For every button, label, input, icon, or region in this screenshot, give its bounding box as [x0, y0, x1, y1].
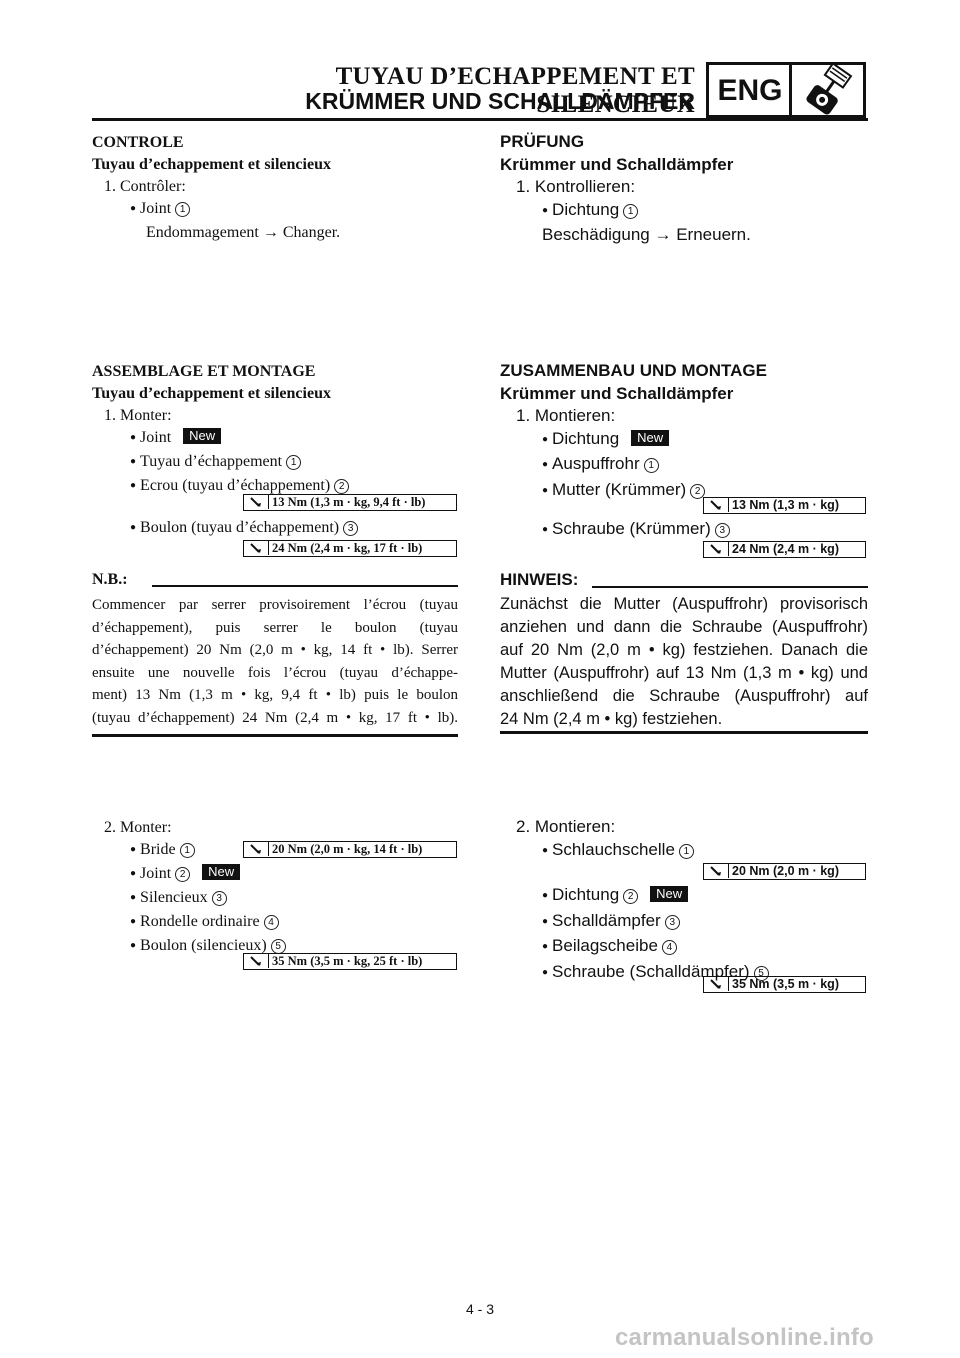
torque-wrench-icon	[704, 542, 729, 556]
fr-nb-text: Commencer par serrer provisoirement l’éc…	[92, 597, 458, 726]
fr-assemblage-step1: 1. Monter:	[104, 407, 172, 424]
de-pruefung-subheading: Krümmer und Schalldämpfer	[500, 154, 734, 174]
de-zusammenbau-section: ZUSAMMENBAU UND MONTAGE Krümmer und Scha…	[500, 360, 868, 504]
fr-nb-rule-bottom	[92, 734, 458, 737]
fr-assemblage-subheading: Tuyau d’echappement et silencieux	[92, 385, 331, 402]
torque-wrench-icon	[704, 977, 729, 991]
de-pruefung-section: PRÜFUNG Krümmer und Schalldämpfer 1. Kon…	[500, 131, 868, 247]
de-torque-schalldaempfer: 35 Nm (3,5 m · kg)	[703, 976, 866, 993]
fr-torque-silencieux: 35 Nm (3,5 m · kg, 25 ft · lb)	[243, 953, 457, 970]
de-torque-schraube: 24 Nm (2,4 m · kg)	[703, 541, 866, 558]
fr-controle-section: CONTROLE Tuyau d’echappement et silencie…	[92, 132, 458, 244]
de-step2: 2. Montieren:	[516, 817, 616, 836]
de-zusammenbau-heading: ZUSAMMENBAU UND MONTAGE	[500, 361, 767, 380]
torque-wrench-icon	[244, 495, 269, 509]
header-title-fr: TUYAU D’ECHAPPEMENT ET SILENCIEUX	[335, 63, 695, 118]
page-number: 4 - 3	[465, 1301, 494, 1317]
fr-item-boulon: Boulon (tuyau d’échappement)3	[130, 517, 359, 541]
fr-controle-step: 1. Contrôler:	[104, 178, 186, 195]
de-zusammenbau-step1: 1. Montieren:	[516, 406, 616, 425]
fr-assemblage-section: ASSEMBLAGE ET MONTAGE Tuyau d’echappemen…	[92, 361, 458, 499]
de-pruefung-step: 1. Kontrollieren:	[516, 177, 636, 196]
fr-torque-ecrou: 13 Nm (1,3 m · kg, 9,4 ft · lb)	[243, 494, 457, 511]
badge-divider	[789, 62, 792, 118]
new-tag: New	[631, 429, 670, 446]
fr-nb-label: N.B.:	[92, 571, 128, 588]
new-tag: New	[183, 428, 222, 444]
torque-wrench-icon	[244, 541, 269, 555]
fr-assemblage-heading: ASSEMBLAGE ET MONTAGE	[92, 363, 316, 380]
torque-wrench-icon	[704, 864, 729, 878]
de-pruefung-action: Beschädigung → Erneuern.	[542, 225, 751, 244]
de-hinweis-label: HINWEIS:	[500, 570, 579, 589]
de-torque-schelle: 20 Nm (2,0 m · kg)	[703, 863, 866, 880]
de-item-mutter: Mutter (Krümmer)2	[500, 479, 868, 505]
fr-step2: 2. Monter:	[104, 819, 172, 836]
fr-item-ecrou: Ecrou (tuyau d’échappement)2	[92, 475, 458, 499]
fr-nb-rule-top	[152, 585, 458, 587]
header-rule	[92, 118, 868, 121]
fr-torque-boulon: 24 Nm (2,4 m · kg, 17 ft · lb)	[243, 540, 457, 557]
de-hinweis-rule-top	[592, 586, 868, 588]
fr-torque-bride: 20 Nm (2,0 m · kg, 14 ft · lb)	[243, 841, 457, 858]
fr-controle-heading: CONTROLE	[92, 134, 184, 151]
de-hinweis-text: Zunächst die Mutter (Auspuffrohr) provis…	[500, 595, 868, 728]
fr-controle-action: Endommagement → Changer.	[146, 224, 341, 241]
engine-piston-icon	[806, 64, 853, 115]
torque-wrench-icon	[244, 954, 269, 968]
watermark: carmanualsonline.info	[615, 1324, 874, 1351]
new-tag: New	[650, 886, 689, 902]
de-hinweis-rule-bottom	[500, 731, 868, 734]
de-zusammenbau-subheading: Krümmer und Schalldämpfer	[500, 383, 734, 403]
de-torque-mutter: 13 Nm (1,3 m · kg)	[703, 497, 866, 514]
de-item-schraube: Schraube (Krümmer)3	[542, 518, 730, 544]
header-title-de: KRÜMMER UND SCHALLDÄMPFER	[305, 88, 695, 114]
section-badge-eng: ENG	[717, 74, 783, 107]
de-item-schraube-schalldaempfer: Schraube (Schalldämpfer)5	[500, 961, 868, 987]
torque-wrench-icon	[704, 498, 729, 512]
section-badge-box	[706, 62, 866, 118]
new-tag: New	[202, 864, 241, 880]
torque-wrench-icon	[244, 842, 269, 856]
de-pruefung-heading: PRÜFUNG	[500, 132, 585, 151]
fr-controle-subheading: Tuyau d’echappement et silencieux	[92, 156, 331, 173]
